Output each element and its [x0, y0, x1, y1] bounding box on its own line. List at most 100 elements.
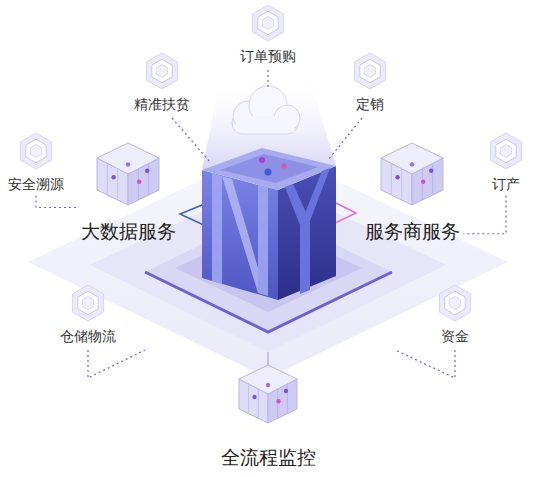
hex-icon-inner: [152, 59, 172, 83]
cube-icon: [238, 364, 298, 424]
feature-node: 资金: [432, 282, 478, 348]
cube-grid: [138, 169, 139, 200]
cube-dot: [429, 169, 433, 173]
hex-icon: [249, 4, 287, 42]
leader-line: [267, 70, 268, 90]
feature-label: 定销: [356, 96, 384, 114]
hex-icon: [69, 284, 107, 322]
logo-stroke: [300, 221, 310, 294]
cube-dot: [276, 399, 280, 403]
hex-icon: [351, 52, 389, 90]
hex-icon-core: [82, 297, 93, 310]
service-node: 服务商服务: [361, 140, 464, 246]
hex-icon-core: [500, 145, 511, 158]
building-left-face: [202, 170, 278, 300]
service-label: 大数据服务: [81, 220, 176, 244]
cube-top-face: [239, 365, 297, 394]
building-top-face: [202, 148, 336, 190]
cube-dot: [126, 162, 130, 166]
cube-dot: [266, 383, 270, 387]
feature-label: 订单预购: [240, 48, 296, 66]
cube-grid: [117, 169, 118, 200]
leader-line: [328, 118, 362, 160]
logo-stroke: [222, 176, 258, 293]
cube-dot: [410, 162, 414, 166]
hex-icon-inner: [360, 59, 380, 83]
feature-label: 资金: [441, 328, 469, 346]
cube-grid: [258, 389, 259, 418]
feature-node: 订单预购: [236, 2, 300, 68]
cube-grid: [248, 384, 249, 414]
dotted-connector: [464, 196, 507, 234]
top-dot: [282, 164, 287, 169]
cube-dot: [145, 169, 149, 173]
cube-grid: [148, 163, 149, 195]
leader-line: [395, 350, 455, 378]
middle-platform: [90, 180, 446, 352]
hex-icon-core: [364, 65, 375, 78]
service-node: 全流程监控: [217, 362, 320, 472]
cube-icon: [96, 142, 160, 206]
logo-stroke: [300, 168, 330, 225]
cube-grid: [277, 389, 278, 418]
hex-icon-outer: [72, 285, 103, 321]
cube-dot: [284, 389, 288, 393]
outer-platform: [28, 148, 508, 378]
logo-stroke: [258, 185, 268, 296]
cloud-icon: [232, 86, 300, 134]
feature-node: 定销: [347, 50, 393, 116]
feature-label: 仓储物流: [60, 328, 116, 346]
feature-node: 精准扶贫: [130, 50, 194, 116]
logo-stroke: [212, 173, 222, 284]
feature-label: 精准扶贫: [134, 96, 190, 114]
service-label: 服务商服务: [365, 220, 460, 244]
hex-icon-inner: [26, 139, 46, 163]
hex-icon-core: [156, 65, 167, 78]
feature-node: 安全溯源: [4, 130, 68, 196]
building-top-inset: [220, 154, 318, 183]
service-label: 全流程监控: [221, 446, 316, 470]
top-dot: [259, 157, 265, 163]
cube-grid: [287, 384, 288, 414]
hex-icon-core: [449, 297, 460, 310]
hex-icon-core: [30, 145, 41, 158]
cube-grid: [432, 163, 433, 195]
hex-icon-outer: [20, 133, 51, 169]
cube-dot: [395, 175, 399, 179]
hex-icon-outer: [252, 5, 283, 41]
cube-dot: [421, 179, 425, 183]
dotted-connector: [36, 196, 77, 208]
cube-dot: [137, 179, 141, 183]
hex-icon-outer: [146, 53, 177, 89]
cube-grid: [401, 169, 402, 200]
hex-icon-outer: [354, 53, 385, 89]
cloud-part: [236, 116, 294, 132]
feature-label: 订产: [492, 176, 520, 194]
hex-icon: [487, 132, 525, 170]
hex-icon: [17, 132, 55, 170]
feature-node: 订产: [483, 130, 529, 196]
hex-icon: [143, 52, 181, 90]
leader-line: [88, 350, 145, 378]
hex-icon: [436, 284, 474, 322]
cube-top-face: [381, 143, 443, 174]
feature-label: 安全溯源: [8, 176, 64, 194]
hex-icon-core: [262, 17, 273, 30]
hex-icon-outer: [490, 133, 521, 169]
hex-icon-inner: [258, 11, 278, 35]
cube-dot: [111, 175, 115, 179]
hex-icon-inner: [496, 139, 516, 163]
leader-line: [172, 118, 210, 162]
feature-node: 仓储物流: [56, 282, 120, 348]
cube-icon: [380, 142, 444, 206]
cube-dot: [252, 395, 256, 399]
top-dot: [265, 169, 272, 176]
hex-icon-outer: [439, 285, 470, 321]
cube-grid: [422, 169, 423, 200]
hex-icon-inner: [78, 291, 98, 315]
cube-grid: [391, 163, 392, 195]
hex-icon-inner: [445, 291, 465, 315]
cube-grid: [107, 163, 108, 195]
